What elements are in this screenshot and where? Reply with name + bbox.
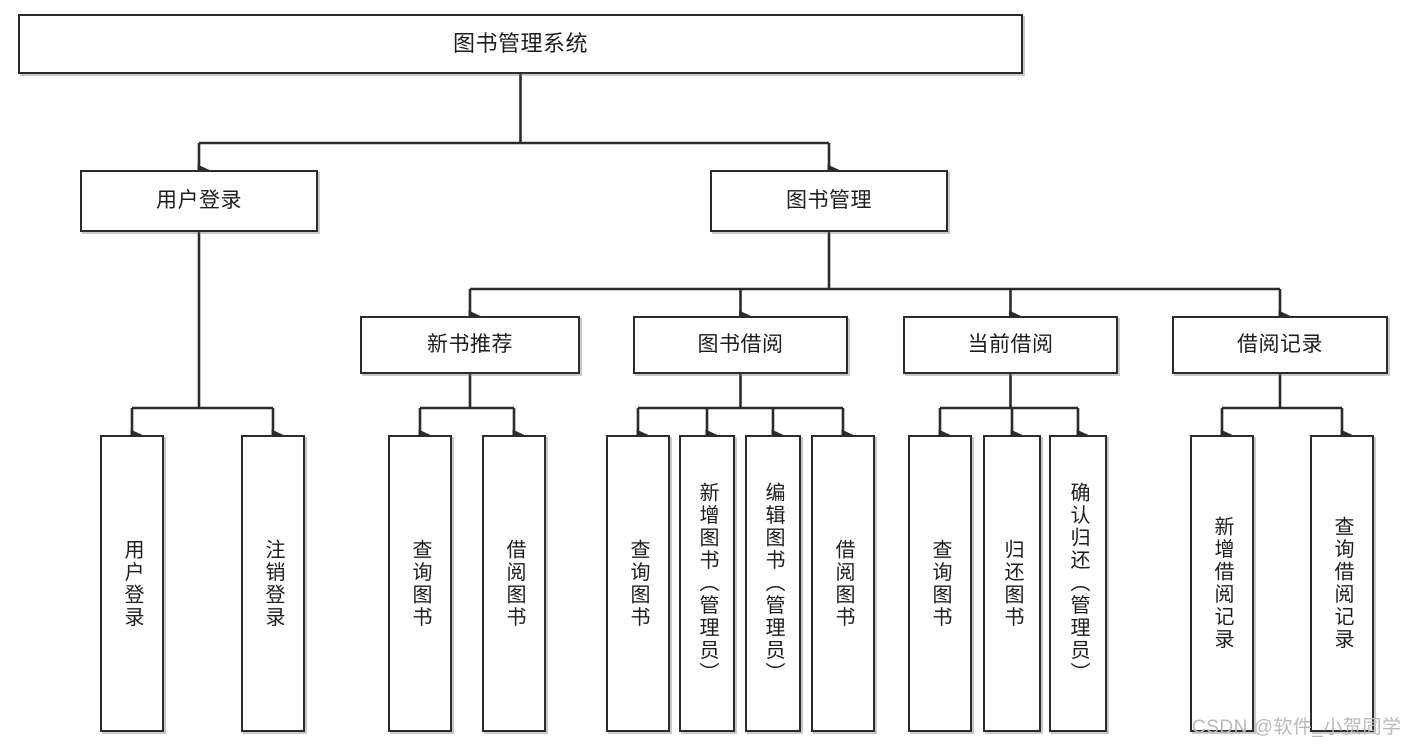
node-label: 借阅记录 bbox=[1237, 333, 1323, 357]
node-root[interactable]: 图书管理系统 bbox=[18, 14, 1023, 74]
node-leaf-7[interactable]: 编辑图书（管理员） bbox=[745, 435, 801, 732]
node-leaf-5[interactable]: 查询图书 bbox=[606, 435, 670, 732]
node-label: 用户登录 bbox=[121, 538, 143, 629]
node-leaf-9[interactable]: 查询图书 bbox=[908, 435, 972, 732]
node-leaf-4[interactable]: 借阅图书 bbox=[482, 435, 546, 732]
node-label: 注销登录 bbox=[262, 538, 284, 629]
node-records[interactable]: 借阅记录 bbox=[1172, 316, 1388, 374]
node-label: 用户登录 bbox=[156, 189, 242, 213]
node-leaf-12[interactable]: 新增借阅记录 bbox=[1190, 435, 1254, 732]
node-leaf-13[interactable]: 查询借阅记录 bbox=[1310, 435, 1374, 732]
node-label: 归还图书 bbox=[1001, 538, 1023, 629]
node-label: 确认归还（管理员） bbox=[1067, 482, 1089, 685]
node-bookmgmt[interactable]: 图书管理 bbox=[710, 170, 948, 232]
node-leaf-10[interactable]: 归还图书 bbox=[983, 435, 1041, 732]
node-label: 查询图书 bbox=[409, 538, 431, 629]
node-label: 图书管理 bbox=[786, 189, 872, 213]
node-label: 图书借阅 bbox=[697, 333, 784, 357]
node-label: 编辑图书（管理员） bbox=[762, 482, 784, 685]
node-label: 新增图书（管理员） bbox=[696, 482, 718, 685]
node-label: 查询图书 bbox=[929, 538, 951, 629]
node-leaf-3[interactable]: 查询图书 bbox=[388, 435, 452, 732]
node-leaf-2[interactable]: 注销登录 bbox=[241, 435, 305, 732]
node-login[interactable]: 用户登录 bbox=[80, 170, 318, 232]
node-label: 图书管理系统 bbox=[452, 30, 588, 56]
node-current[interactable]: 当前借阅 bbox=[903, 316, 1118, 374]
node-label: 查询图书 bbox=[627, 538, 649, 629]
node-label: 当前借阅 bbox=[967, 333, 1054, 357]
node-leaf-8[interactable]: 借阅图书 bbox=[811, 435, 875, 732]
node-label: 借阅图书 bbox=[832, 538, 854, 629]
node-label: 新增借阅记录 bbox=[1211, 516, 1233, 651]
node-label: 查询借阅记录 bbox=[1331, 516, 1353, 651]
node-label: 新书推荐 bbox=[427, 333, 513, 357]
node-newbook[interactable]: 新书推荐 bbox=[360, 316, 580, 374]
node-label: 借阅图书 bbox=[503, 538, 525, 629]
node-leaf-1[interactable]: 用户登录 bbox=[100, 435, 164, 732]
node-leaf-11[interactable]: 确认归还（管理员） bbox=[1049, 435, 1107, 732]
node-leaf-6[interactable]: 新增图书（管理员） bbox=[679, 435, 735, 732]
node-borrow[interactable]: 图书借阅 bbox=[633, 316, 848, 374]
